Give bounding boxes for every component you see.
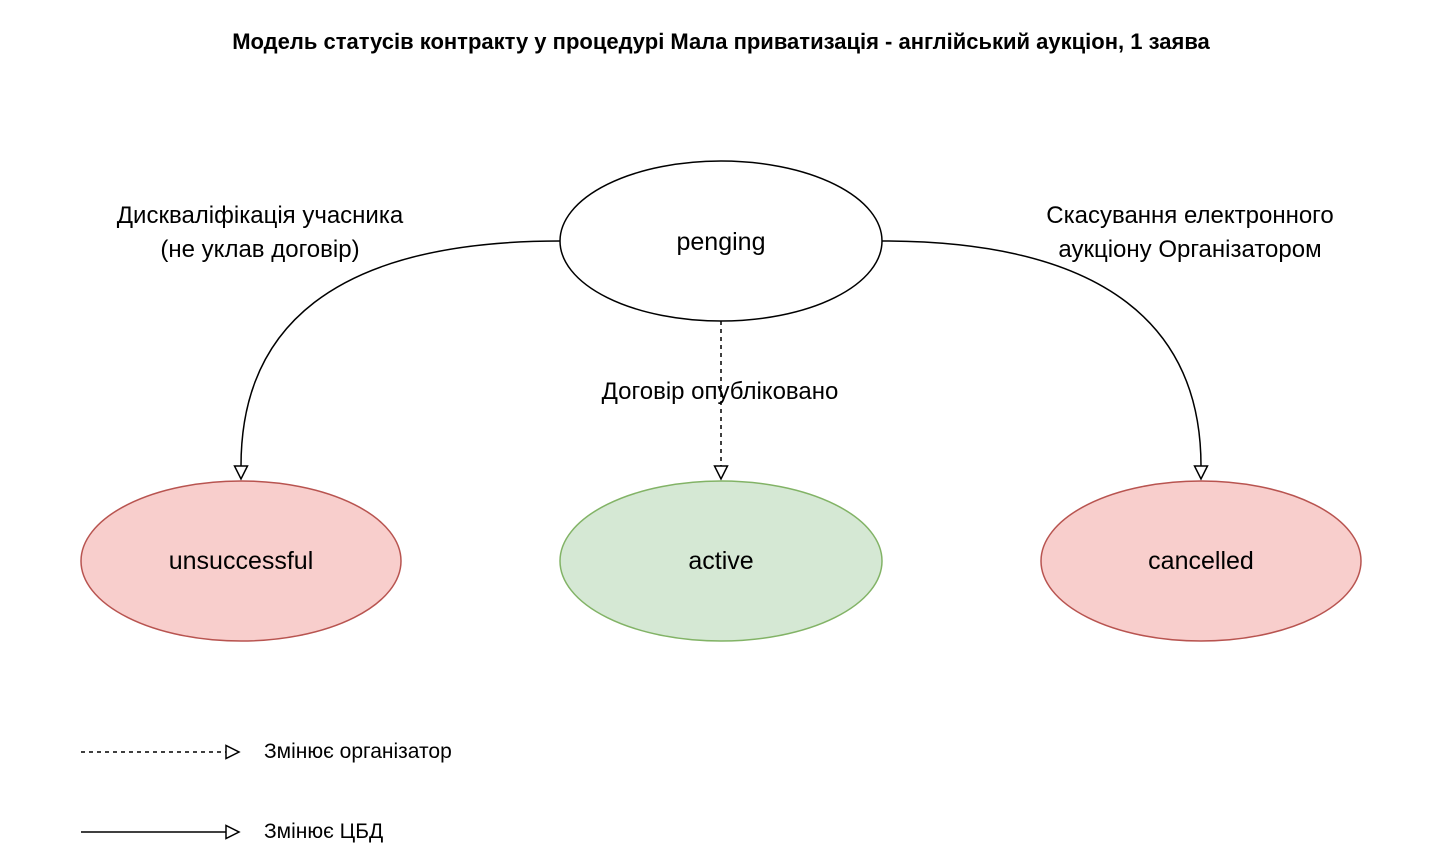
arrowhead-icon [225,744,241,760]
arrowhead-icon [713,465,729,481]
edge-pending-cancelled [881,240,1202,467]
state-cancelled: cancelled [1040,480,1362,642]
edge-label-disqualification-note: (не уклав договір) [160,236,359,263]
legend-solid-label: Змінює ЦБД [264,820,383,843]
state-label: unsuccessful [169,547,314,575]
state-active: active [559,480,883,642]
edge-label-disqualification: Дискваліфікація учасника [117,202,404,229]
legend-dashed-label: Змінює організатор [264,740,452,763]
state-unsuccessful: unsuccessful [80,480,402,642]
arrowhead-icon [1193,465,1209,481]
arrowhead-icon [225,824,241,840]
edge-label-published: Договір опубліковано [602,378,839,405]
legend: Змінює організатор Змінює ЦБД [81,740,452,843]
edge-label-cancellation-note: аукціону Організатором [1058,236,1321,263]
diagram-title: Модель статусів контракту у процедурі Ма… [232,29,1210,54]
state-pending: penging [559,160,883,322]
state-label: penging [677,228,766,256]
edge-label-cancellation: Скасування електронного [1046,202,1334,229]
state-label: active [688,547,753,575]
state-label: cancelled [1148,547,1254,575]
edge-pending-unsuccessful [240,240,561,467]
arrowhead-icon [233,465,249,481]
